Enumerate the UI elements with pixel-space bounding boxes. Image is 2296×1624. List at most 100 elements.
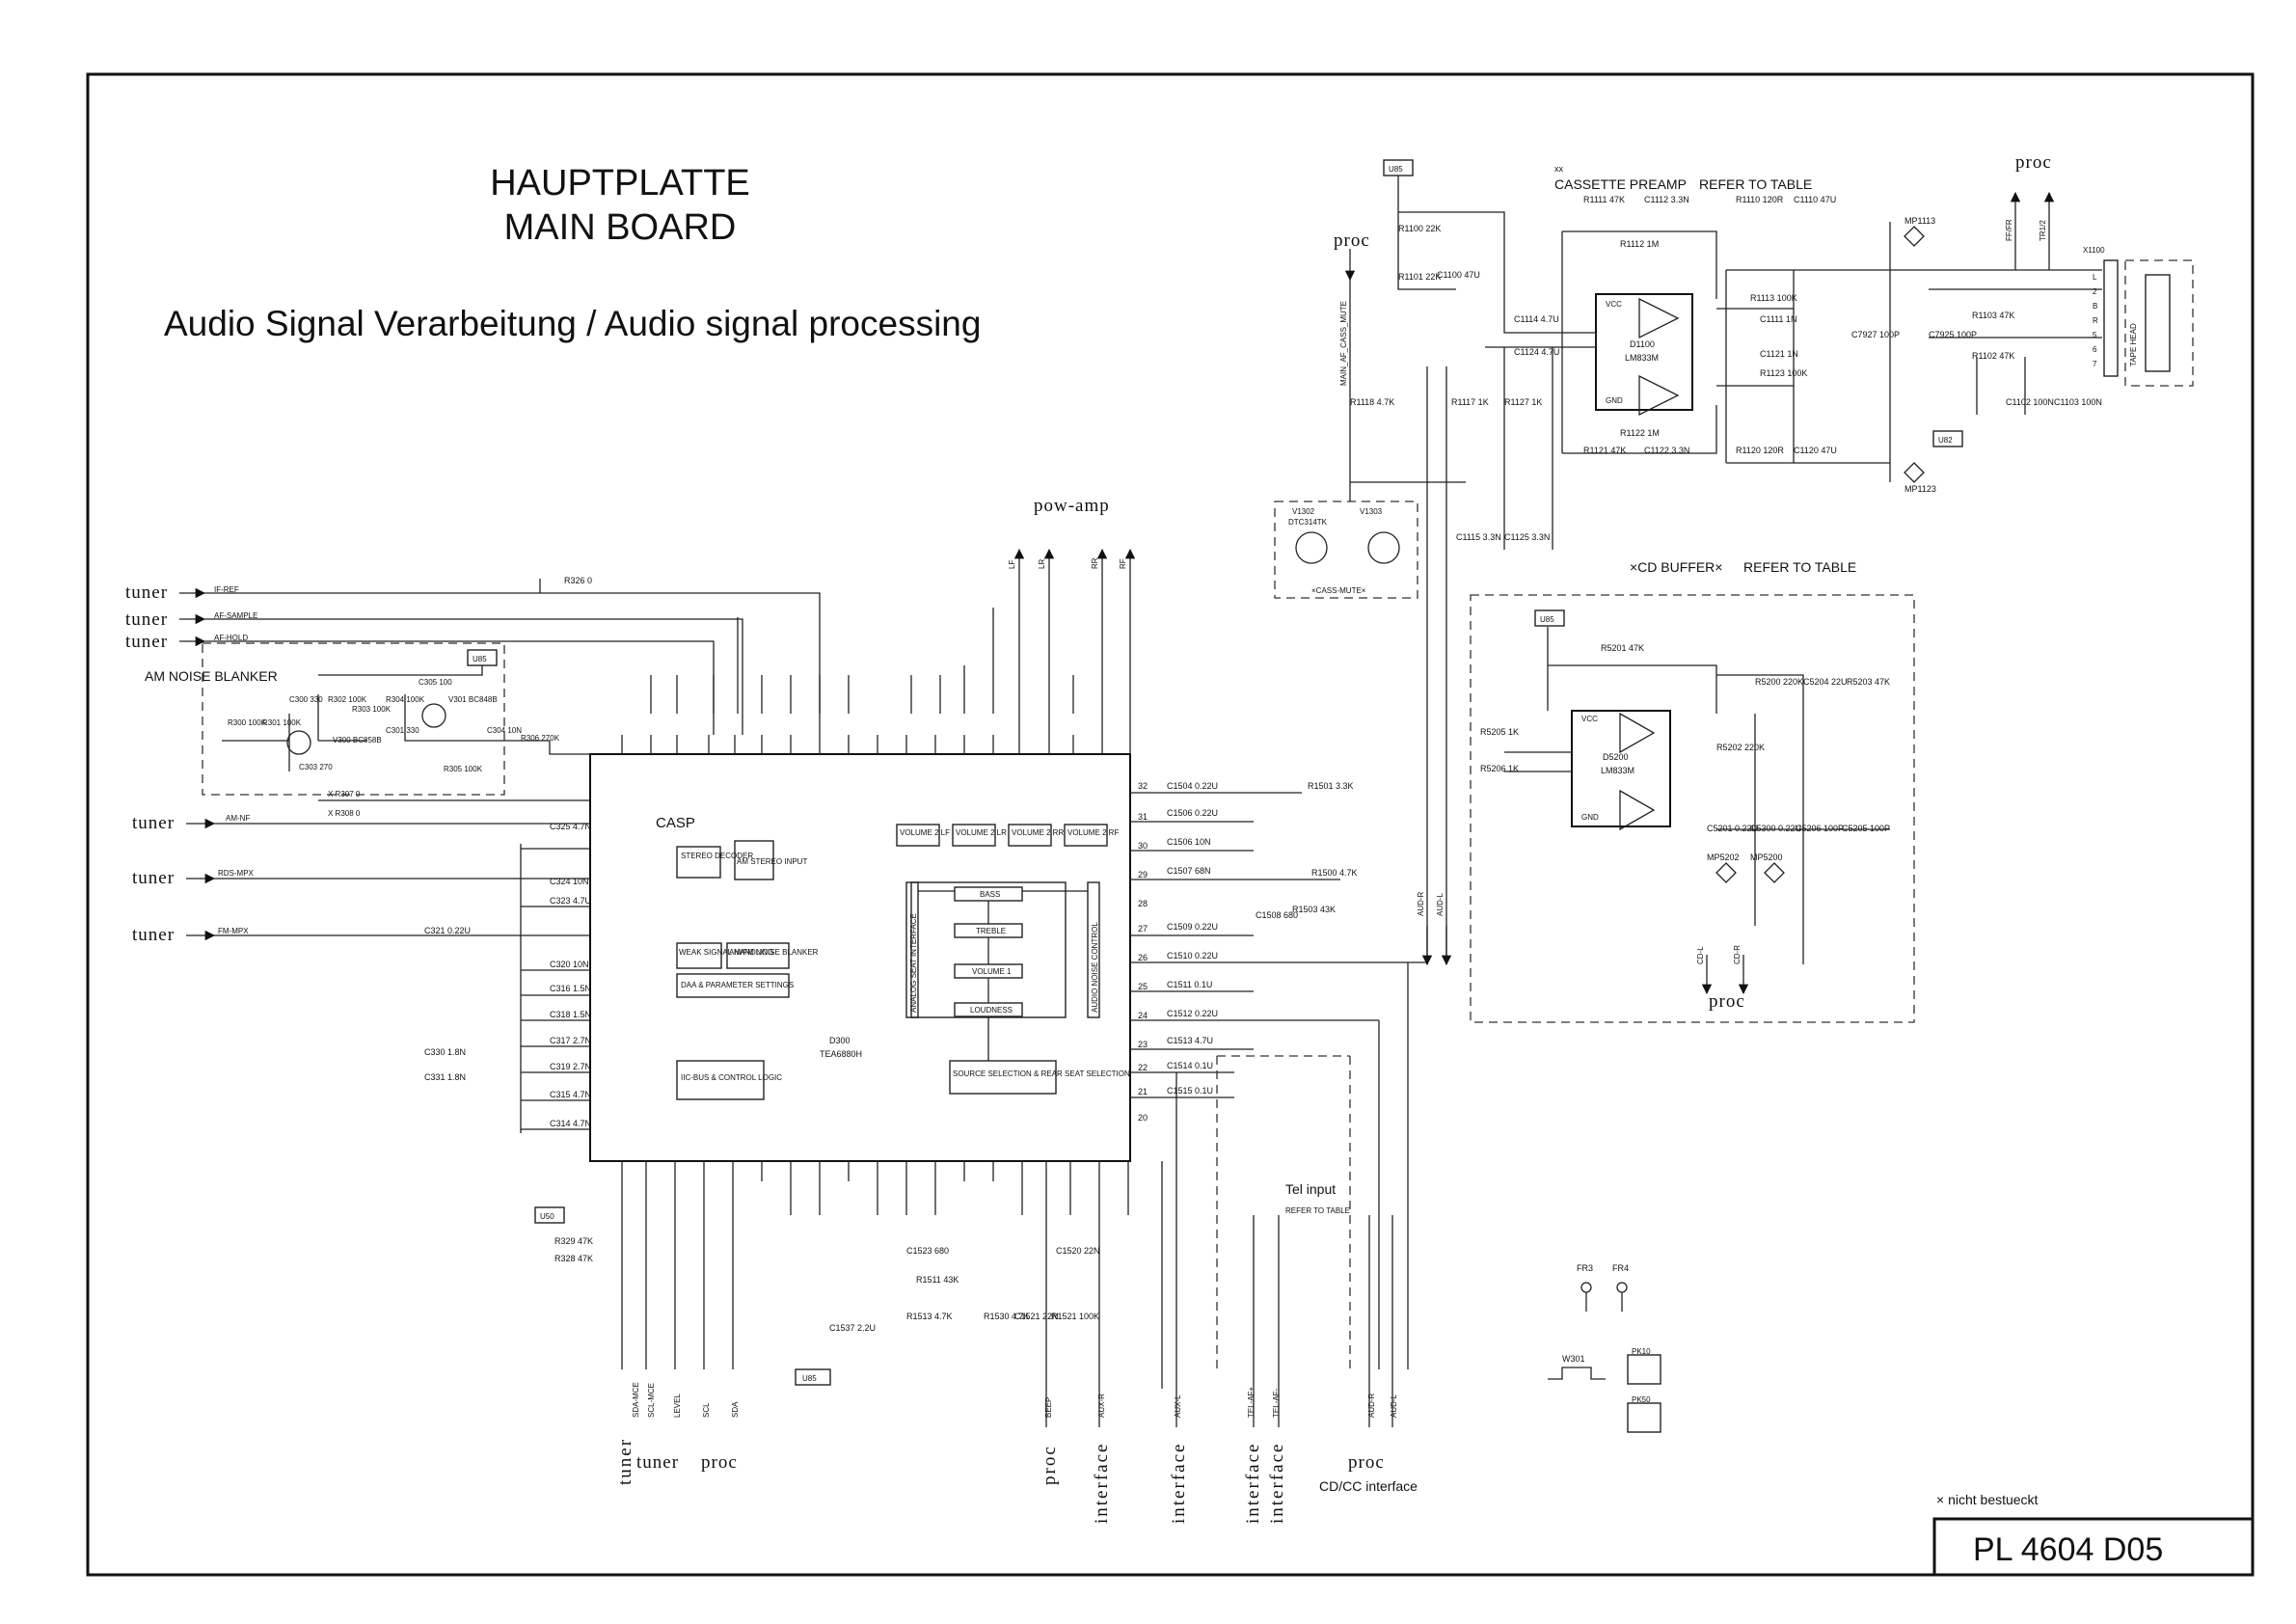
svg-text:R5201 47K: R5201 47K (1601, 643, 1644, 653)
cassette-title: CASSETTE PREAMP (1554, 176, 1687, 192)
svg-text:5: 5 (2093, 331, 2097, 339)
svg-text:25: 25 (1138, 982, 1148, 991)
blk-vol2-rr: VOLUME 2 RR (1012, 828, 1064, 837)
net-af-hold: AF-HOLD (214, 634, 248, 642)
net-fm-mpx: FM-MPX (218, 927, 249, 935)
svg-text:30: 30 (1138, 841, 1148, 851)
svg-text:C317 2.7N: C317 2.7N (550, 1036, 591, 1045)
svg-text:7: 7 (2093, 360, 2097, 368)
net-tel-af-plus: TEL-AF+ (1247, 1386, 1256, 1418)
svg-text:21: 21 (1138, 1087, 1148, 1096)
pins-right: 32 31 30 29 28 27 26 25 24 23 22 21 20 C… (1130, 781, 1427, 1123)
svg-text:R328 47K: R328 47K (554, 1254, 593, 1263)
pins-bottom: U50 U85 R329 47K R328 47K C1523 680 R151… (534, 1055, 1418, 1524)
svg-text:R1127 1K: R1127 1K (1504, 397, 1542, 407)
svg-text:6: 6 (2093, 345, 2097, 354)
svg-text:C315 4.7N: C315 4.7N (550, 1090, 591, 1099)
svg-text:C1115 3.3N: C1115 3.3N (1456, 532, 1501, 542)
net-lr: LR (1038, 559, 1046, 569)
svg-text:V300 BC858B: V300 BC858B (333, 736, 382, 744)
svg-text:R1101 22K: R1101 22K (1398, 272, 1441, 282)
tape-head-ref: X1100 (2083, 246, 2105, 255)
svg-text:TR1/2: TR1/2 (2039, 220, 2047, 241)
svg-text:C1523 680: C1523 680 (906, 1246, 949, 1256)
svg-text:R303 100K: R303 100K (352, 705, 392, 714)
svg-text:C5206 100P: C5206 100P (1796, 824, 1844, 833)
svg-text:AUD-L: AUD-L (1436, 892, 1445, 916)
svg-text:GND: GND (1606, 396, 1623, 405)
port-tuner-1: tuner (125, 582, 168, 603)
svg-text:MP5200: MP5200 (1750, 853, 1783, 862)
blk-stereo-dec: STEREO DECODER (681, 852, 753, 860)
svg-text:C5201 0.22U: C5201 0.22U (1707, 824, 1758, 833)
svg-text:C1537 2.2U: C1537 2.2U (829, 1323, 876, 1333)
svg-text:24: 24 (1138, 1011, 1148, 1020)
svg-text:U85: U85 (473, 655, 487, 663)
blk-source: SOURCE SELECTION & REAR SEAT SELECTION (953, 1069, 1130, 1078)
blk-blanker: AM/FM NOISE BLANKER (729, 948, 819, 957)
svg-text:R1511 43K: R1511 43K (916, 1275, 959, 1285)
svg-text:C323 4.7U: C323 4.7U (550, 896, 591, 906)
cd-buffer-note: REFER TO TABLE (1743, 559, 1856, 575)
svg-text:C1513 4.7U: C1513 4.7U (1167, 1036, 1213, 1045)
net-sda-mce: SDA-MCE (632, 1382, 640, 1418)
svg-text:R1118 4.7K: R1118 4.7K (1350, 397, 1394, 407)
svg-text:C325 4.7N: C325 4.7N (550, 822, 591, 831)
svg-text:R: R (2093, 316, 2098, 325)
tel-input-note: REFER TO TABLE (1285, 1206, 1350, 1215)
svg-text:C1100 47U: C1100 47U (1437, 270, 1480, 280)
svg-text:C330 1.8N: C330 1.8N (424, 1047, 466, 1057)
svg-text:27: 27 (1138, 924, 1148, 934)
svg-text:C1504 0.22U: C1504 0.22U (1167, 781, 1218, 791)
net-am-nf: AM-NF (226, 814, 250, 823)
svg-text:R5202 220K: R5202 220K (1716, 743, 1765, 752)
svg-text:C1509 0.22U: C1509 0.22U (1167, 922, 1218, 932)
mute-label: ×CASS-MUTE× (1311, 586, 1366, 595)
port-tuner-2: tuner (125, 609, 168, 630)
svg-text:R1111 47K: R1111 47K (1583, 195, 1625, 204)
port-interface-auxl: interface (1169, 1443, 1189, 1524)
svg-text:C1121 1N: C1121 1N (1760, 349, 1798, 359)
title-block (1932, 1517, 2255, 1577)
svg-text:C1124 4.7U: C1124 4.7U (1514, 347, 1559, 357)
svg-text:R1110 120R: R1110 120R (1736, 195, 1784, 204)
svg-text:xx: xx (1554, 164, 1564, 174)
svg-text:C300 330: C300 330 (289, 695, 323, 704)
blk-analog: ANALOG SEAT INTERFACE (909, 913, 918, 1013)
svg-text:C1125 3.3N: C1125 3.3N (1504, 532, 1550, 542)
port-tuner-bottom-2: tuner (636, 1452, 679, 1473)
svg-text:C7925 100P: C7925 100P (1929, 330, 1977, 339)
svg-text:R5200 220K: R5200 220K (1755, 677, 1803, 687)
port-tuner-bottom-1: tuner (615, 1438, 635, 1485)
svg-text:R1503 43K: R1503 43K (1292, 905, 1336, 914)
svg-text:X R307 0: X R307 0 (328, 790, 361, 798)
svg-text:V1303: V1303 (1360, 507, 1383, 516)
svg-text:R1113 100K: R1113 100K (1750, 293, 1797, 303)
svg-text:R1112 1M: R1112 1M (1620, 239, 1659, 249)
cassette-preamp: U85 xx CASSETTE PREAMP REFER TO TABLE VC… (1334, 152, 2194, 542)
port-pow-amp: pow-amp (1034, 496, 1110, 516)
svg-text:C303 270: C303 270 (299, 763, 333, 771)
pins-top: pow-amp LF LR RR RF (621, 496, 1136, 754)
net-aud-l: AUD-L (1390, 1394, 1398, 1418)
port-tuner-4: tuner (132, 813, 175, 833)
svg-text:V1302: V1302 (1292, 507, 1315, 516)
svg-text:C1508 680: C1508 680 (1256, 910, 1298, 920)
svg-text:R305 100K: R305 100K (444, 765, 483, 773)
svg-text:PK10: PK10 (1632, 1347, 1651, 1356)
blk-am-stereo: AM STEREO INPUT (737, 857, 807, 866)
svg-text:AUD-R: AUD-R (1417, 891, 1425, 916)
net-tel-af-minus: TEL-AF- (1272, 1388, 1281, 1418)
svg-text:R1102 47K: R1102 47K (1972, 351, 2014, 361)
net-af-sample: AF-SAMPLE (214, 611, 257, 620)
svg-text:VCC: VCC (1581, 715, 1598, 723)
blk-treble: TREBLE (976, 927, 1006, 935)
svg-text:C1122 3.3N: C1122 3.3N (1644, 446, 1689, 455)
port-proc-bottom-1: proc (701, 1452, 738, 1473)
footnote: × nicht bestueckt (1936, 1492, 2039, 1507)
svg-text:C1515 0.1U: C1515 0.1U (1167, 1086, 1213, 1096)
svg-text:C1510 0.22U: C1510 0.22U (1167, 951, 1218, 961)
net-aux-l: AUX-L (1174, 1394, 1182, 1418)
ic-ref: D300 (829, 1036, 851, 1045)
